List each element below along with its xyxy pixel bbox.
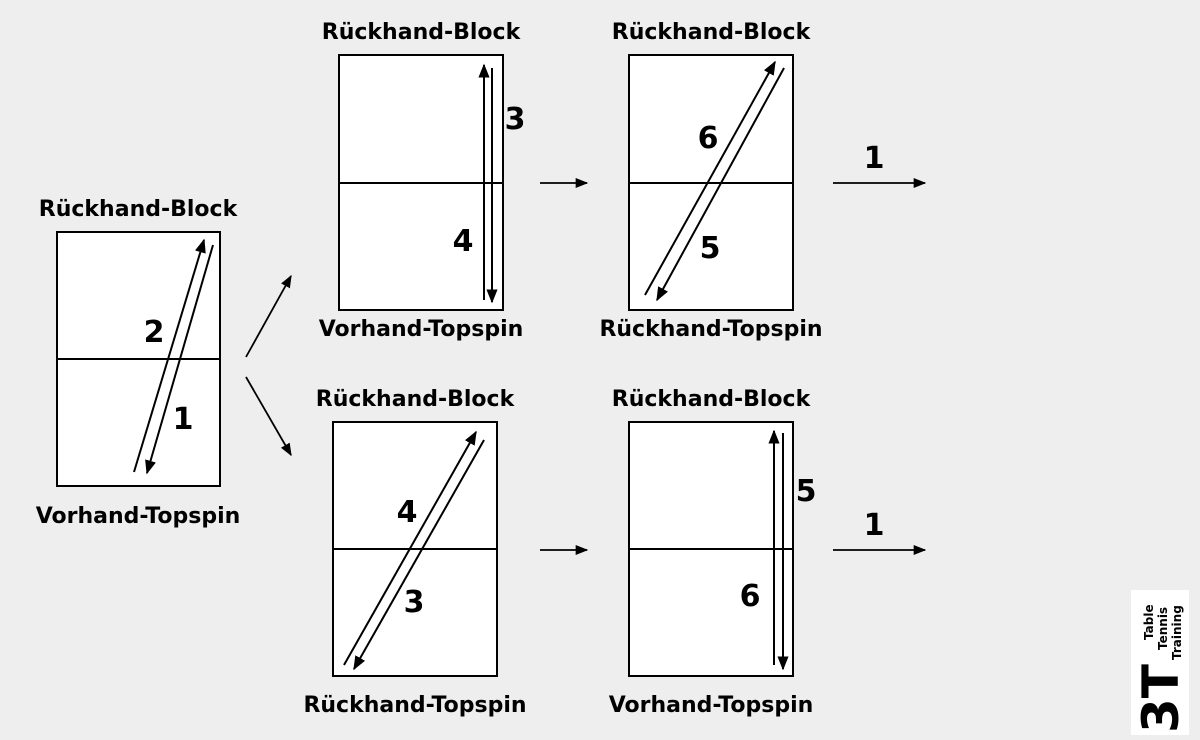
table-upper-1-top-label: Rückhand-Block bbox=[322, 20, 522, 45]
ball-path-8 bbox=[353, 439, 485, 671]
table-start-top-label: Rückhand-Block bbox=[39, 197, 239, 222]
brand-logo: 3T Table Tennis Training bbox=[1131, 590, 1190, 735]
stroke-number: 6 bbox=[698, 121, 719, 156]
stroke-number: 5 bbox=[700, 231, 721, 266]
table-start-bottom-label: Vorhand-Topspin bbox=[36, 504, 241, 529]
table-lower-1-top-label: Rückhand-Block bbox=[316, 387, 516, 412]
logo-line-2: Tennis bbox=[1156, 607, 1170, 650]
table-start: Rückhand-Block 2 1 Vorhand-Topspin bbox=[36, 197, 241, 529]
ball-path-1 bbox=[133, 238, 206, 473]
stroke-number: 4 bbox=[453, 224, 474, 259]
logo-line-3: Training bbox=[1170, 605, 1184, 660]
logo-mark: 3T bbox=[1132, 664, 1190, 733]
stroke-number: 2 bbox=[144, 315, 165, 350]
branch-arrow-up bbox=[245, 274, 292, 358]
table-lower-1: Rückhand-Block 4 3 Rückhand-Topspin bbox=[303, 387, 526, 718]
logo-line-1: Table bbox=[1142, 604, 1156, 640]
table-lower-2-bottom-label: Vorhand-Topspin bbox=[609, 693, 814, 718]
table-lower-1-bottom-label: Rückhand-Topspin bbox=[303, 693, 526, 718]
table-upper-2-top-label: Rückhand-Block bbox=[612, 20, 812, 45]
table-lower-2-top-label: Rückhand-Block bbox=[612, 387, 812, 412]
stroke-number: 5 bbox=[796, 474, 817, 509]
ball-path-2 bbox=[145, 244, 214, 475]
table-upper-2-bottom-label: Rückhand-Topspin bbox=[599, 317, 822, 342]
stroke-number: 6 bbox=[740, 579, 761, 614]
table-upper-1: Rückhand-Block 3 4 Vorhand-Topspin bbox=[319, 20, 526, 342]
logo-box bbox=[1131, 590, 1189, 735]
table-upper-1-bottom-label: Vorhand-Topspin bbox=[319, 317, 524, 342]
ball-path-5 bbox=[644, 60, 776, 296]
table-upper-2: Rückhand-Block 6 5 Rückhand-Topspin bbox=[599, 20, 822, 342]
stroke-number: 3 bbox=[404, 585, 425, 620]
loop-back-number: 1 bbox=[864, 141, 885, 176]
branch-arrow-down bbox=[245, 376, 292, 457]
table-lower-2: Rückhand-Block 5 6 Vorhand-Topspin bbox=[609, 387, 817, 718]
ball-path-7 bbox=[343, 430, 477, 666]
loop-back-number: 1 bbox=[864, 508, 885, 543]
stroke-number: 4 bbox=[397, 495, 418, 530]
stroke-number: 3 bbox=[505, 102, 526, 137]
stroke-number: 1 bbox=[173, 402, 194, 437]
ball-path-6 bbox=[656, 67, 785, 302]
